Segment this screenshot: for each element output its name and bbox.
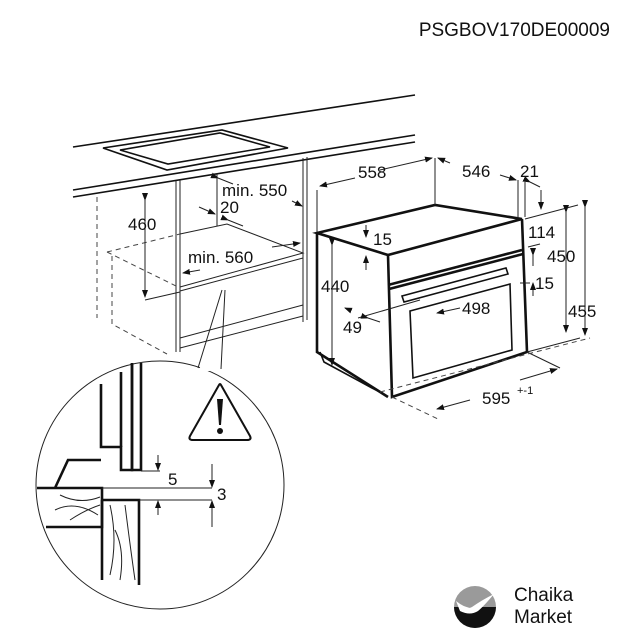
warning-icon [188, 383, 252, 441]
document-code: PSGBOV170DE00009 [419, 20, 610, 41]
oven-side-offset-label: 49 [343, 318, 362, 337]
niche-min-depth-label: min. 550 [222, 181, 287, 200]
detail-callout-circle [35, 360, 285, 610]
detail-callout-pointer-fill [199, 290, 226, 371]
detail-gap-5-label: 5 [168, 470, 177, 489]
oven-width-label: 595 [482, 389, 510, 408]
oven-body-height-label: 450 [547, 247, 575, 266]
oven-total-height-label: 455 [568, 302, 596, 321]
oven-panel-gap-label: 15 [535, 274, 554, 293]
oven-depth-body-label: 546 [462, 162, 490, 181]
chaika-market-logo: Chaika Market [454, 585, 574, 628]
niche-rear-gap-label: 20 [220, 198, 239, 217]
oven-door-width-label: 498 [462, 299, 490, 318]
logo-line2: Market [514, 607, 573, 628]
logo-line1: Chaika [514, 585, 574, 606]
niche-height-label: 460 [128, 215, 156, 234]
oven-side-height-label: 440 [321, 277, 349, 296]
detail-callout [37, 363, 215, 585]
oven-top-offset-label: 114 [528, 223, 555, 242]
oven-front-thickness-label: 21 [520, 162, 539, 181]
detail-callout-pointer [197, 289, 226, 370]
oven-depth-total-label: 558 [358, 163, 386, 182]
oven-top-inset-label: 15 [373, 230, 392, 249]
hob [102, 129, 289, 171]
detail-gap-3-label: 3 [217, 485, 226, 504]
cabinet-niche [96, 157, 308, 355]
oven [312, 156, 591, 421]
countertop [72, 94, 416, 198]
oven-width-tolerance: +-1 [517, 385, 533, 397]
niche-min-width-label: min. 560 [188, 248, 253, 267]
